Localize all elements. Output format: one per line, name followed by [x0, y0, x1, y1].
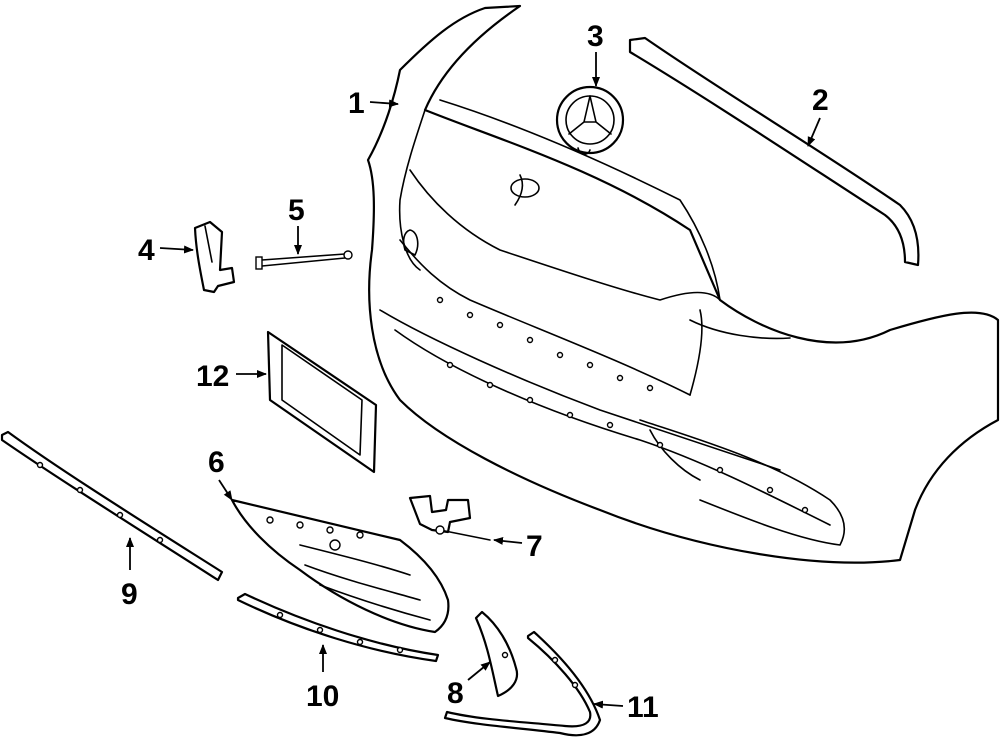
molding-strip-10 [236, 592, 440, 663]
callout-12: 12 [196, 360, 229, 393]
leader-1 [369, 99, 399, 108]
sensor-wire [255, 250, 353, 270]
callout-2: 2 [812, 84, 829, 117]
callout-9: 9 [121, 578, 138, 611]
license-plate-bracket [266, 330, 378, 474]
bumper-cover [366, 4, 1000, 564]
lower-grille-panel [230, 498, 450, 634]
leader-lines [126, 52, 821, 709]
callout-labels: 1 2 3 4 5 6 7 8 9 10 11 12 [121, 20, 829, 724]
leader-7 [493, 536, 523, 545]
callout-4: 4 [138, 234, 155, 267]
callout-10: 10 [306, 680, 339, 713]
bracket [193, 220, 236, 294]
leader-2 [807, 117, 821, 147]
leader-8 [467, 661, 491, 681]
callout-5: 5 [288, 194, 305, 227]
leader-11 [593, 700, 624, 709]
callout-8: 8 [447, 677, 464, 710]
molding-strip-9 [0, 430, 224, 582]
callout-3: 3 [587, 20, 604, 53]
leader-6 [218, 479, 233, 501]
bumper-clip-points [436, 296, 809, 514]
leader-4 [159, 245, 194, 254]
latch-clip [408, 494, 491, 541]
callout-6: 6 [208, 446, 225, 479]
corner-trim [474, 610, 519, 698]
callout-11: 11 [627, 691, 659, 724]
upper-trim-molding [628, 36, 920, 267]
curved-molding [443, 630, 602, 737]
emblem [555, 85, 625, 156]
callout-1: 1 [348, 87, 365, 120]
callout-7: 7 [526, 530, 543, 563]
